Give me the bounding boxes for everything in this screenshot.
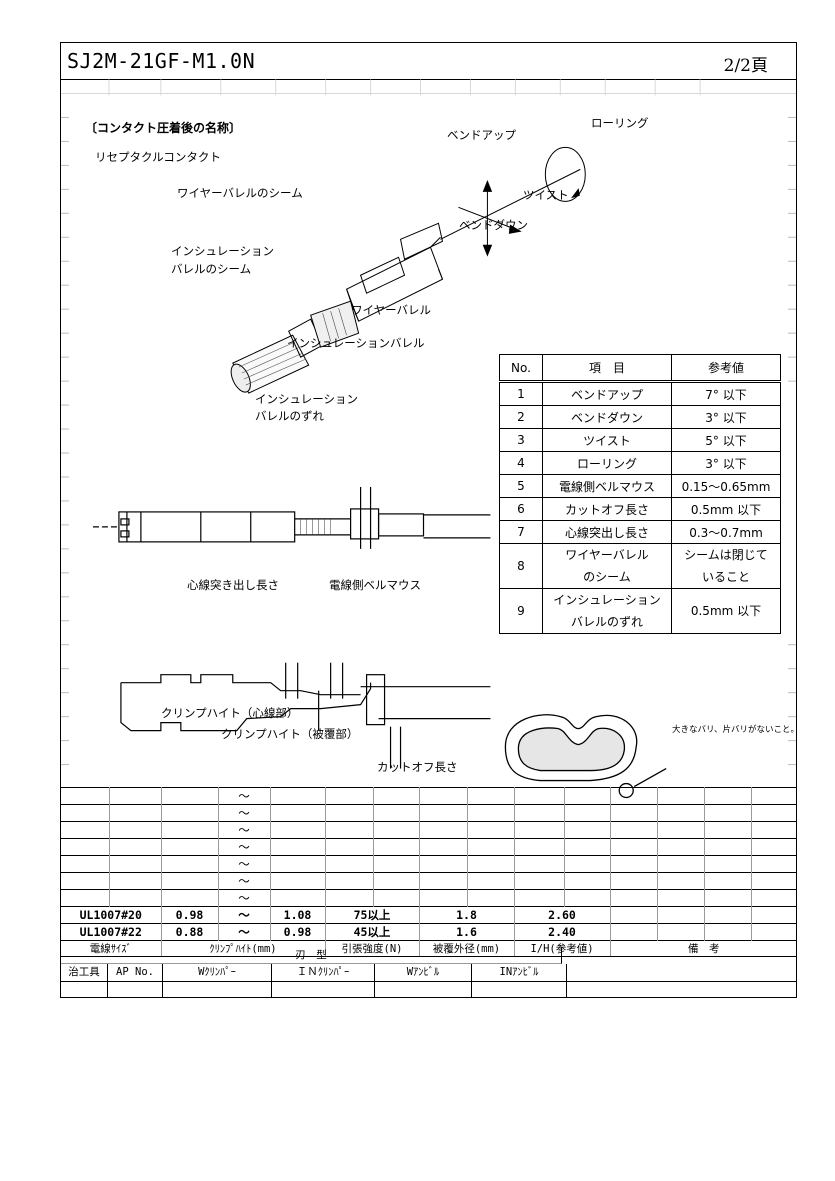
drawing-sheet: SJ2M-21GF-M1.0N 2/2頁 [60,42,799,998]
table-row: 9 インシュレーションバレルのずれ 0.5mm 以下 [499,588,781,634]
die-table: 刃 型 治工具 AP No. Wｸﾘﾝﾊﾟｰ ＩＮｸﾘﾝﾊﾟｰ Wｱﾝﾋﾞﾙ I… [61,947,797,998]
burr-note-label: 大きなバリ、片バリがないこと。 [672,725,799,735]
side-view-bottom [120,662,491,769]
table-row: 8 ワイヤーバレルのシーム シームは閉じていること [499,543,781,589]
rolling-label: ローリング [591,116,649,130]
contact-type-label: リセプタクルコンタクト [95,150,221,164]
insulation-barrel-seam-label-1: インシュレーション [171,244,275,258]
model-number: SJ2M-21GF-M1.0N [67,49,256,73]
table-header-row: 電線ｻｲｽﾞ ｸﾘﾝﾌﾟﾊｲﾄ(mm) 引張強度(N) 被覆外径(mm) I/H… [61,940,797,957]
twist-label: ツイスト [523,188,569,202]
table-row: 〜 [61,838,797,856]
col-header-no: No. [499,354,543,383]
insulation-barrel-label: インシュレーションバレル [287,336,425,350]
bend-down-label: ベンドダウン [459,218,528,232]
title-block: SJ2M-21GF-M1.0N 2/2頁 [61,43,796,80]
table-row: UL1007#20 0.98 〜 1.08 75以上 1.8 2.60 [61,906,797,924]
cross-section [504,714,667,799]
diagram-area [61,79,796,799]
cutoff-length-label: カットオフ長さ [377,760,458,774]
crimp-height-conductor-label: クリンプハイト（心線部） [161,706,299,720]
section-title: 〔コンタクト圧着後の名称〕 [85,121,242,135]
table-row: 〜 [61,821,797,839]
table-row: UL1007#22 0.88 〜 0.98 45以上 1.6 2.40 [61,923,797,941]
insulation-shift-label-2: バレルのずれ [255,409,324,423]
col-header-value: 参考値 [671,354,781,383]
page-number: 2/2頁 [723,56,768,76]
crimp-height-insulation-label: クリンプハイト（被覆部） [221,727,359,741]
table-row: 〜 [61,872,797,890]
bend-up-label: ベンドアップ [447,128,516,142]
wire-barrel-label: ワイヤーバレル [351,303,432,317]
table-row: 〜 [61,889,797,907]
bellmouth-label: 電線側ベルマウス [329,578,421,592]
side-view-top [92,486,491,549]
insulation-shift-label-1: インシュレーション [255,392,359,406]
contact-3d-illustration [230,222,444,394]
col-header-item: 項 目 [542,354,672,383]
die-title: 刃 型 [61,947,562,964]
wire-barrel-seam-label: ワイヤーバレルのシーム [177,186,303,200]
die-header-row: 治工具 AP No. Wｸﾘﾝﾊﾟｰ ＩＮｸﾘﾝﾊﾟｰ Wｱﾝﾋﾞﾙ INｱﾝﾋ… [61,964,797,982]
table-row: 〜 [61,855,797,873]
crimp-spec-table: 〜 〜 〜 〜 〜 〜 〜 UL1007#20 0.98 〜 1.08 75以上… [61,787,797,957]
conductor-protrusion-label: 心線突き出し長さ [187,578,279,592]
insulation-barrel-seam-label-2: バレルのシーム [171,262,252,276]
direction-axes [440,146,586,257]
table-row: 〜 [61,804,797,822]
table-row: 〜 [61,787,797,805]
